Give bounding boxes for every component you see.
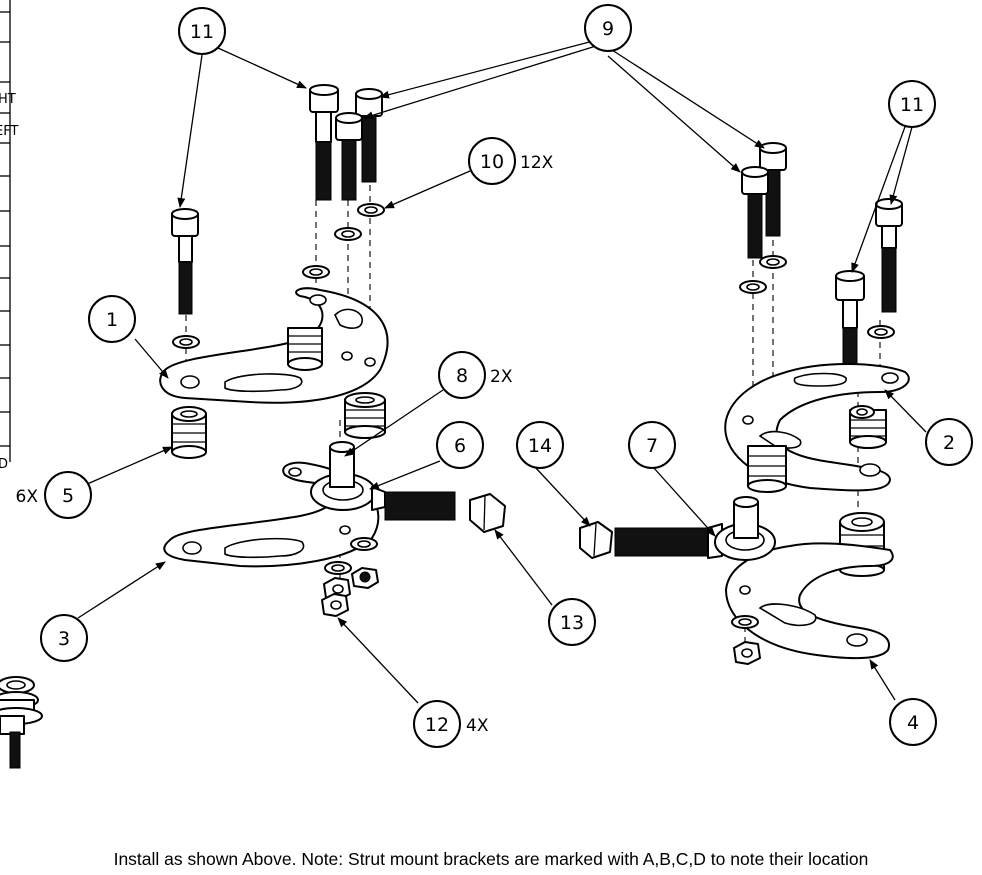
rod-end-7 — [614, 496, 776, 561]
left-washers — [172, 203, 385, 349]
balloon-12-qty: 4X — [466, 716, 489, 736]
top-screws-left — [309, 84, 383, 201]
svg-text:5: 5 — [62, 485, 74, 507]
balloon-4: 4 — [889, 698, 937, 746]
svg-text:12: 12 — [425, 714, 449, 736]
jam-nut-13 — [469, 493, 506, 533]
rod-end-6 — [310, 441, 456, 521]
balloon-10: 10 12X — [468, 137, 554, 185]
svg-text:9: 9 — [602, 18, 614, 40]
right-washers — [739, 255, 895, 339]
svg-text:6: 6 — [454, 435, 466, 457]
bom-cell-ht: HT — [0, 92, 16, 107]
right-screws-11 — [835, 198, 903, 377]
bom-cell-d: D — [0, 457, 8, 472]
svg-text:11: 11 — [190, 21, 214, 43]
left-screw-11-a — [171, 208, 199, 315]
svg-text:7: 7 — [646, 435, 658, 457]
balloon-5-qty: 6X — [16, 487, 39, 507]
left-lower-hardware — [321, 537, 379, 617]
balloon-7: 7 — [628, 421, 676, 469]
balloon-8: 8 2X — [438, 351, 513, 399]
right-screws-9 — [741, 142, 787, 259]
leader-lines — [77, 39, 927, 704]
jam-nut-14 — [579, 521, 613, 559]
svg-text:2: 2 — [943, 432, 955, 454]
bom-cell-eft: EFT — [0, 124, 18, 139]
balloon-14: 14 — [516, 421, 564, 469]
balloon-8-qty: 2X — [490, 367, 513, 387]
right-lower-hardware — [731, 615, 761, 665]
svg-text:10: 10 — [480, 151, 504, 173]
bom-table-fragment: HT EFT D — [0, 0, 18, 472]
bracket-4 — [725, 542, 894, 660]
bracket-3 — [163, 461, 380, 568]
svg-text:4: 4 — [907, 712, 919, 734]
balloon-2: 2 — [925, 418, 973, 466]
balloon-13: 13 — [548, 598, 596, 646]
balloon-9: 9 — [584, 4, 632, 52]
svg-text:13: 13 — [560, 612, 584, 634]
partial-view-fragment — [0, 676, 43, 769]
balloon-10-qty: 12X — [520, 153, 554, 173]
svg-text:1: 1 — [106, 309, 118, 331]
svg-text:14: 14 — [528, 435, 552, 457]
left-spacers — [171, 327, 386, 459]
balloon-12: 12 4X — [413, 700, 489, 748]
balloon-11-left: 11 — [178, 7, 226, 55]
svg-text:8: 8 — [456, 365, 468, 387]
bracket-1 — [159, 287, 389, 404]
svg-text:3: 3 — [58, 628, 70, 650]
balloon-6: 6 — [436, 421, 484, 469]
balloon-11-right: 11 — [888, 80, 936, 128]
installation-note: Install as shown Above. Note: Strut moun… — [113, 849, 869, 869]
svg-text:11: 11 — [900, 94, 924, 116]
balloon-3: 3 — [40, 614, 88, 662]
balloon-1: 1 — [88, 295, 136, 343]
balloon-5: 5 6X — [16, 471, 92, 519]
